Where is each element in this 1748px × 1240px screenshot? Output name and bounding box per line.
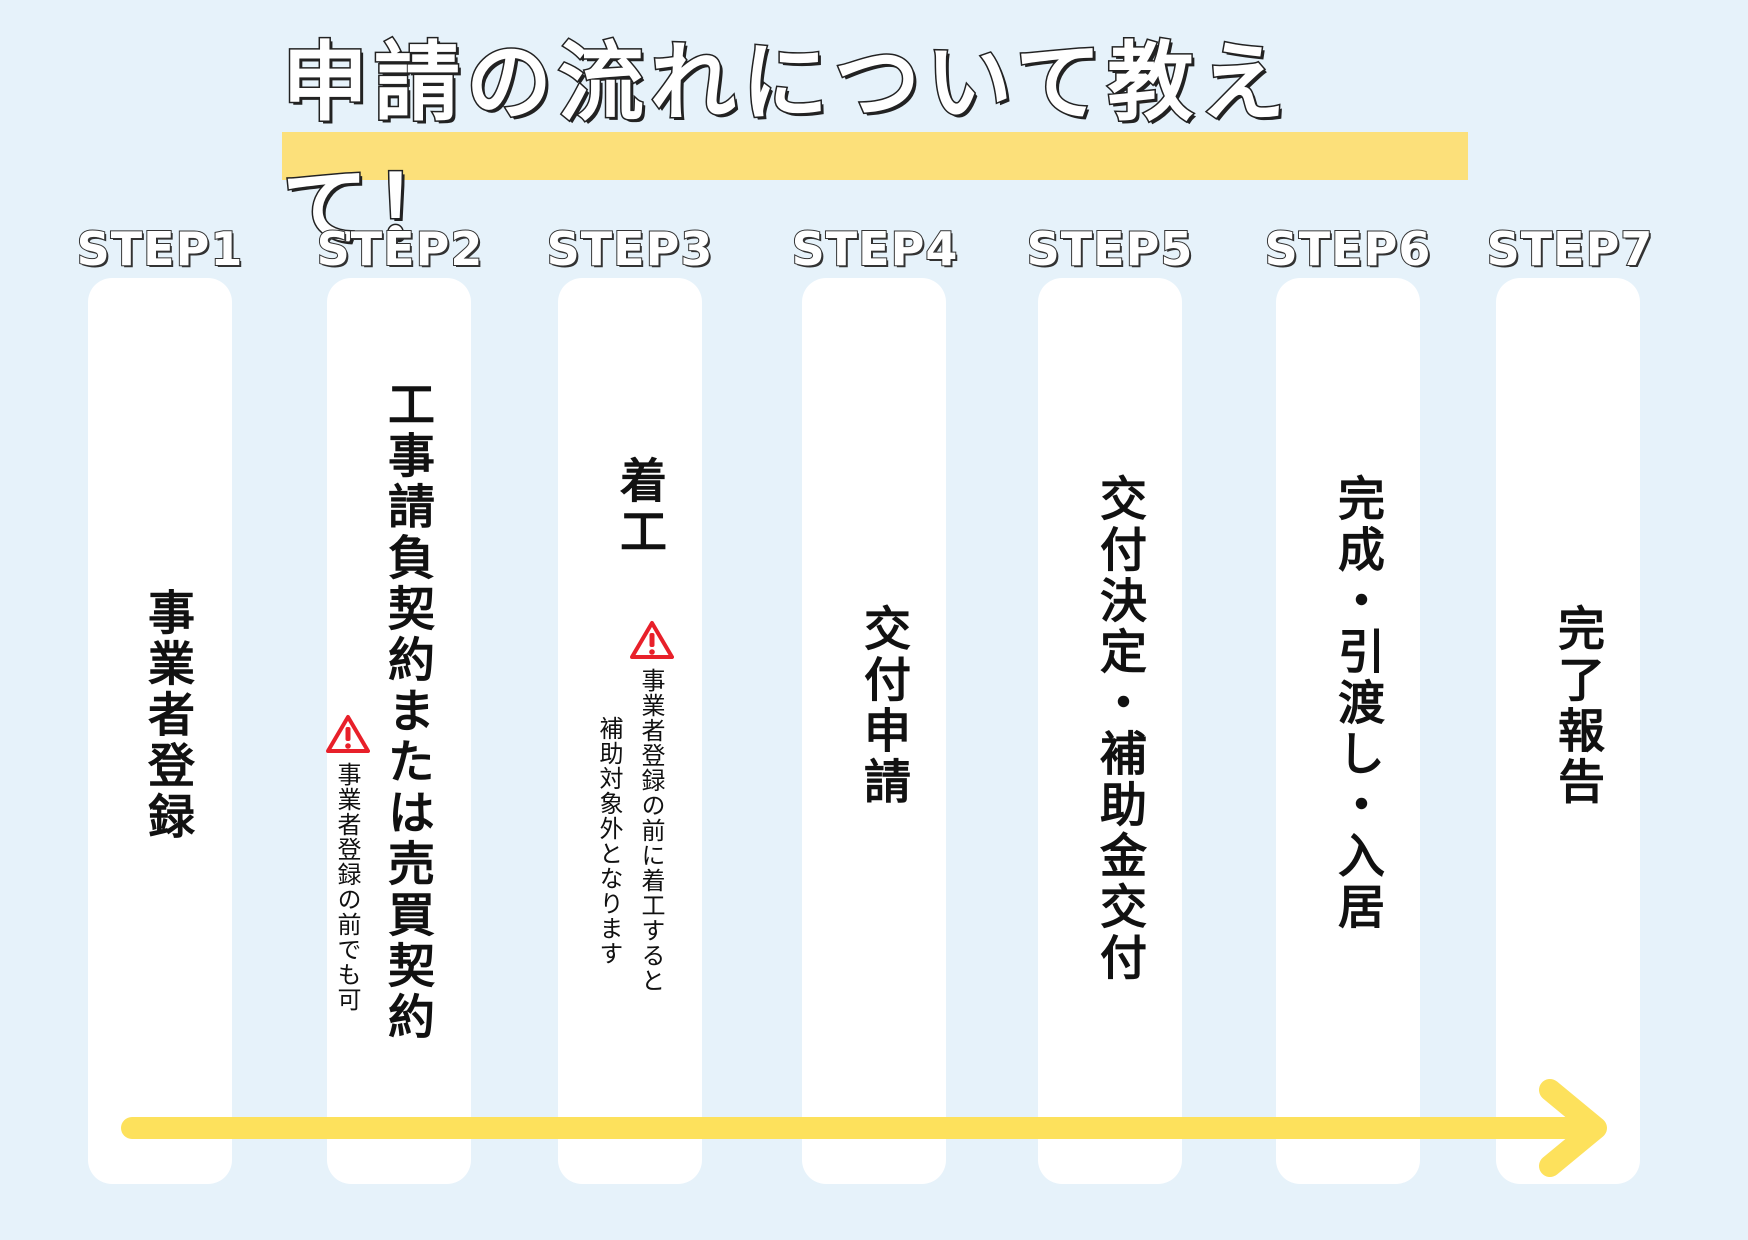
step-3-note-line1: 事業者登録の前に着工すると	[637, 668, 665, 993]
step-3-label: STEP3	[546, 221, 714, 277]
step-6-label: STEP6	[1264, 221, 1432, 277]
step-5-text: 交付決定・補助金交付	[1091, 474, 1146, 984]
step-2-text: 工事請負契約または売買契約	[379, 380, 434, 1043]
step-3-note-line2: 補助対象外となります	[595, 716, 623, 966]
step-7-text: 完了報告	[1549, 604, 1604, 808]
title-highlight-band	[282, 132, 1468, 180]
step-5-card	[1038, 278, 1182, 1184]
step-1-card	[88, 278, 232, 1184]
step-4-label: STEP4	[791, 221, 959, 277]
step-3-text: 着工	[611, 456, 666, 558]
step-7-label: STEP7	[1486, 221, 1654, 277]
step-5-label: STEP5	[1026, 221, 1194, 277]
warning-icon	[326, 715, 370, 753]
step-1-text: 事業者登録	[139, 588, 194, 843]
step-7-card	[1496, 278, 1640, 1184]
warning-icon	[630, 621, 674, 659]
step-3-card	[558, 278, 702, 1184]
step-6-card	[1276, 278, 1420, 1184]
step-6-text: 完成・引渡し・入居	[1329, 474, 1384, 933]
page-title: 申請の流れについて教えて！	[281, 32, 1292, 260]
step-4-card	[802, 278, 946, 1184]
step-4-text: 交付申請	[855, 604, 910, 808]
step-1-label: STEP1	[76, 221, 244, 277]
step-2-label: STEP2	[316, 221, 484, 277]
step-2-note: 事業者登録の前でも可	[333, 762, 361, 1012]
